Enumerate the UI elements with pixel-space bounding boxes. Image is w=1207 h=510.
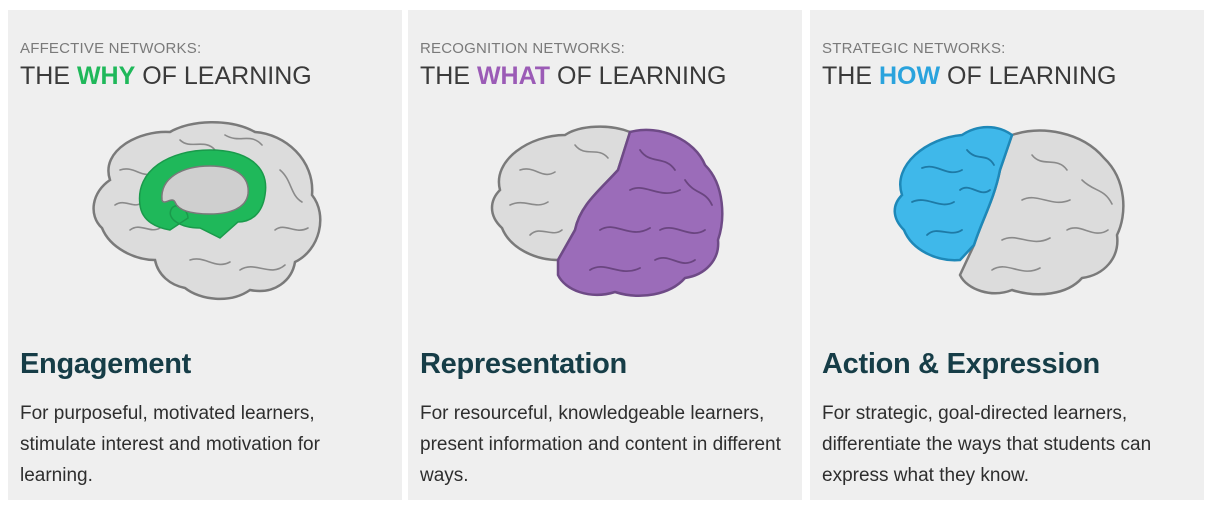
tagline: THE WHY OF LEARNING xyxy=(20,62,312,91)
tagline-suffix: OF LEARNING xyxy=(550,62,727,90)
brain-limbic-icon xyxy=(92,121,322,301)
tagline: THE HOW OF LEARNING xyxy=(822,62,1116,91)
description: For purposeful, motivated learners, stim… xyxy=(20,403,320,486)
tagline-prefix: THE xyxy=(20,62,77,90)
affective-networks-panel: AFFECTIVE NETWORKS: THE WHY OF LEARNING … xyxy=(8,10,402,500)
recognition-networks-panel: RECOGNITION NETWORKS: THE WHAT OF LEARNI… xyxy=(408,10,802,500)
strategic-networks-panel: STRATEGIC NETWORKS: THE HOW OF LEARNING … xyxy=(810,10,1204,500)
tagline: THE WHAT OF LEARNING xyxy=(420,62,727,91)
heading: Representation xyxy=(420,348,627,380)
network-label: AFFECTIVE NETWORKS: xyxy=(20,40,202,57)
tagline-highlight: WHAT xyxy=(476,62,551,90)
heading: Action & Expression xyxy=(822,348,1100,380)
network-label: RECOGNITION NETWORKS: xyxy=(420,40,626,57)
tagline-highlight: WHY xyxy=(76,62,136,90)
network-label: STRATEGIC NETWORKS: xyxy=(822,40,1006,57)
brain-posterior-icon xyxy=(490,125,724,297)
brain-frontal-icon xyxy=(893,125,1125,296)
tagline-prefix: THE xyxy=(420,62,477,90)
tagline-highlight: HOW xyxy=(878,62,941,90)
heading: Engagement xyxy=(20,348,192,380)
description: For resourceful, knowledgeable learners,… xyxy=(420,403,781,486)
description: For strategic, goal-directed learners, d… xyxy=(822,403,1152,486)
tagline-suffix: OF LEARNING xyxy=(940,62,1117,90)
tagline-prefix: THE xyxy=(822,62,879,90)
tagline-suffix: OF LEARNING xyxy=(135,62,312,90)
